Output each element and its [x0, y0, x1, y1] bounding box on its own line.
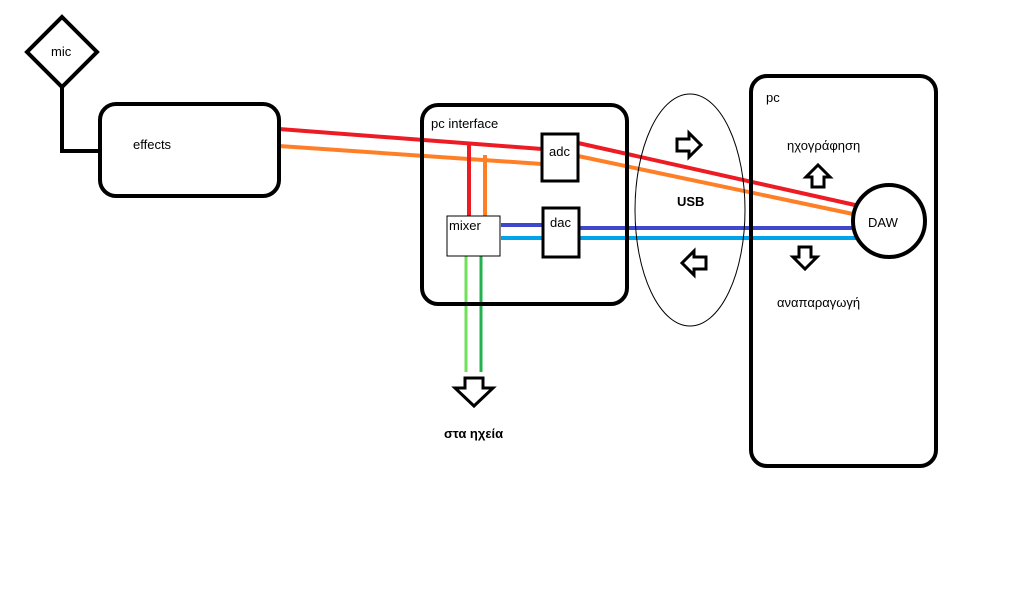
adc-label: adc — [549, 144, 570, 159]
effects-node: effects — [98, 102, 281, 198]
to-speakers-label: στα ηχεία — [444, 426, 503, 441]
pc-box — [749, 74, 938, 468]
usb-ellipse — [634, 93, 746, 327]
dac-box — [541, 206, 581, 259]
pc-interface-box — [420, 103, 629, 306]
daw-circle — [851, 183, 927, 259]
arrow-left-icon — [679, 247, 708, 279]
dac-node: dac — [541, 206, 581, 259]
pc-interface-label: pc interface — [431, 116, 498, 131]
effects-label: effects — [133, 137, 172, 152]
daw-label: DAW — [868, 215, 899, 230]
adc-box — [540, 132, 580, 183]
daw-node: DAW — [851, 183, 927, 259]
mic-node: mic — [24, 14, 100, 90]
pc-interface-node: pc interface — [420, 103, 629, 306]
adc-node: adc — [540, 132, 580, 183]
arrow-right-icon — [675, 129, 704, 161]
arrow-down-icon — [789, 245, 821, 272]
mixer-box — [446, 215, 501, 257]
record-line-red-adc-to-daw — [577, 141, 856, 207]
mixer-label: mixer — [449, 218, 481, 233]
usb-label: USB — [677, 194, 704, 209]
arrow-up-icon — [802, 162, 834, 189]
usb-node: USB — [634, 93, 746, 327]
recording-label: ηχογράφηση — [787, 138, 860, 153]
record-line-red-effects-to-adc — [278, 127, 543, 151]
record-line-orange-effects-to-adc — [278, 144, 543, 166]
record-line-orange-adc-to-daw — [577, 154, 854, 216]
mic-label: mic — [51, 44, 72, 59]
playback-label: αναπαραγωγή — [777, 295, 860, 310]
speaker-arrow-down-icon — [451, 376, 497, 409]
pc-label: pc — [766, 90, 780, 105]
mic-diamond-shape — [24, 14, 100, 90]
pc-node: pc — [749, 74, 938, 468]
mic-to-effects-connector — [60, 86, 101, 153]
mixer-node: mixer — [446, 215, 501, 257]
dac-label: dac — [550, 215, 571, 230]
effects-box — [98, 102, 281, 198]
